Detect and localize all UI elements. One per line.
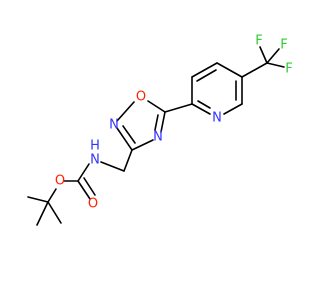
bond-pyr-c2-n-double (197, 100, 211, 109)
bond-oxa-c3-n4 (131, 139, 154, 151)
bond-pyr-oxa (164, 103, 193, 113)
bond-c5-cf3 (241, 62, 268, 78)
bond-oxa-c5-o1 (147, 100, 166, 113)
bond-ch2-nh (100, 161, 125, 172)
bond-pyr-c5-c4 (216, 62, 243, 78)
bond-cf3-f1 (266, 48, 280, 64)
atom-n4-ring: N (153, 130, 163, 145)
bond-pyr-c2-n (191, 103, 211, 115)
atom-n2-ring: N (109, 118, 119, 133)
bond-carbonyl-o-double-a (77, 180, 91, 200)
atom-o-carbonyl: O (88, 197, 98, 212)
bond-o-ctbu (47, 188, 57, 203)
bond-cf3-f2 (266, 62, 285, 68)
bond-tbu-me1 (27, 196, 49, 203)
bonds (27, 46, 285, 226)
atom-o-ester: O (55, 174, 65, 189)
atom-nh-n: N (90, 153, 100, 168)
atom-o-ring: O (136, 90, 146, 105)
bond-pyr-c4-c3 (191, 62, 218, 78)
atom-f3: F (255, 34, 262, 49)
bond-pyr-n-c6 (223, 103, 243, 115)
bond-oxa-n4-c5 (160, 111, 166, 133)
bond-cf3-f3 (259, 46, 268, 64)
bond-nh-carbonyl (77, 163, 90, 182)
bond-carbonyl-o-double-b (83, 177, 96, 196)
atom-nh-h: H (90, 139, 100, 154)
atom-labels: F F F N O N N N H O O (55, 34, 293, 212)
bond-pyr-c4-c3-double (196, 69, 217, 82)
bond-c3-ch2 (123, 149, 133, 172)
bond-tbu-me2 (36, 201, 49, 226)
atom-n-pyridine: N (212, 111, 222, 126)
bond-oxa-n2-c3-double (122, 125, 136, 144)
bond-oxa-n2-c3 (116, 127, 133, 151)
bond-tbu-me3 (47, 201, 62, 224)
atom-f1: F (280, 38, 287, 53)
molecule-diagram: F F F N O N N N H O O (27, 34, 293, 226)
bond-oxa-n4-c5-double (154, 114, 159, 131)
bond-oxa-o1-n2 (116, 101, 135, 122)
atom-f2: F (285, 62, 292, 77)
